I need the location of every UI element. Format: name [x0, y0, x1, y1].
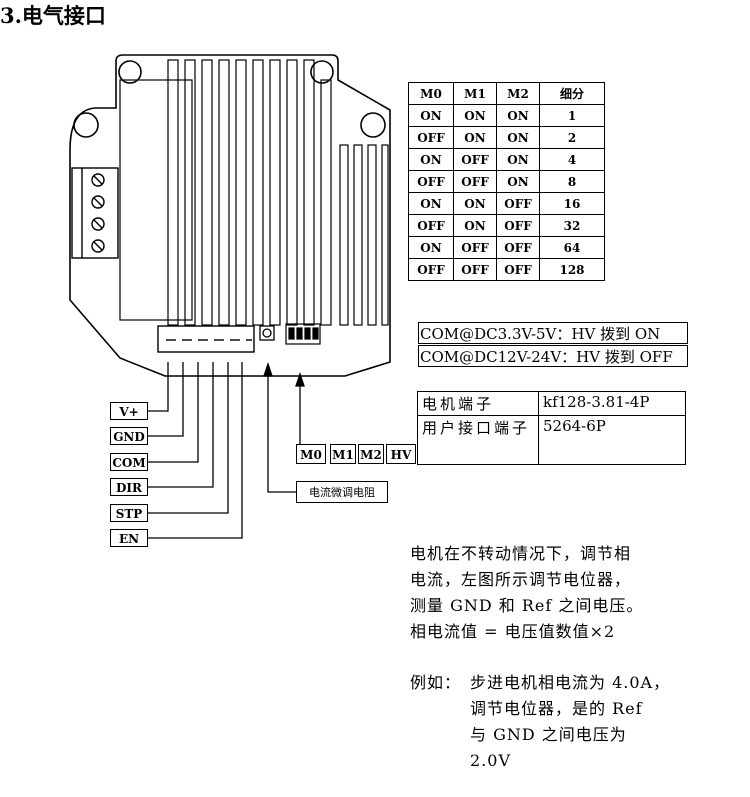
terminal-value: 5264-6P — [538, 415, 686, 465]
table-cell: 2 — [539, 126, 605, 149]
table-cell: ON — [408, 192, 454, 215]
table-cell: ON — [453, 104, 497, 127]
example-line: 调节电位器，是的 Ref — [470, 699, 643, 718]
table-cell: OFF — [453, 258, 497, 281]
table-cell: 64 — [539, 236, 605, 259]
switch-label-hv: HV — [386, 444, 416, 464]
dip-arrow — [295, 371, 305, 444]
example-line: 2.0V — [470, 751, 511, 770]
table-cell: 128 — [539, 258, 605, 281]
motor-terminal — [71, 167, 119, 259]
example-line: 与 GND 之间电压为 — [470, 725, 627, 744]
table-cell: ON — [496, 104, 540, 127]
user-connector — [157, 325, 255, 353]
pin-label-stp: STP — [110, 504, 148, 522]
mount-hole — [118, 60, 142, 84]
table-cell: OFF — [408, 258, 454, 281]
pin-label-vplus: V+ — [110, 402, 148, 420]
paragraph-line: 测量 GND 和 Ref 之间电压。 — [410, 596, 644, 615]
table-row: ON ON OFF 16 — [408, 192, 605, 215]
table-cell: 1 — [539, 104, 605, 127]
table-cell: ON — [453, 126, 497, 149]
table-cell: 4 — [539, 148, 605, 171]
example-label: 例如： — [410, 673, 462, 692]
section-heading: 3.电气接口 — [0, 3, 106, 28]
terminal-key: 用户接口端子 — [417, 415, 539, 465]
table-row: OFF ON OFF 32 — [408, 214, 605, 237]
pin-label-com: COM — [110, 453, 148, 471]
switch-label-m2: M2 — [358, 444, 384, 464]
driver-outline — [69, 54, 391, 377]
table-cell: ON — [408, 236, 454, 259]
pin-leaders — [148, 362, 243, 539]
table-header-row: M0 M1 M2 细分 — [408, 82, 605, 105]
dip-switch — [285, 323, 321, 345]
table-row: 电机端子 kf128-3.81-4P — [417, 391, 686, 416]
table-cell: OFF — [496, 192, 540, 215]
heatsink-fins — [167, 59, 389, 326]
table-cell: OFF — [496, 236, 540, 259]
table-cell: ON — [453, 192, 497, 215]
header-cell: M1 — [453, 82, 497, 105]
pin-label-gnd: GND — [110, 427, 148, 445]
table-cell: OFF — [453, 148, 497, 171]
header-cell: 细分 — [539, 82, 605, 105]
paragraph-line: 电流，左图所示调节电位器， — [410, 570, 632, 589]
mount-hole — [310, 60, 334, 84]
mount-hole — [360, 112, 386, 138]
table-cell: ON — [496, 170, 540, 193]
pot-label: 电流微调电阻 — [296, 481, 388, 503]
paragraph-line: 电机在不转动情况下，调节相 — [410, 544, 632, 563]
table-row: ON OFF ON 4 — [408, 148, 605, 171]
table-cell: 16 — [539, 192, 605, 215]
table-cell: OFF — [496, 258, 540, 281]
header-cell: M0 — [408, 82, 454, 105]
header-cell: M2 — [496, 82, 540, 105]
table-row: 用户接口端子 5264-6P — [417, 415, 686, 465]
mount-hole — [73, 112, 99, 138]
table-cell: ON — [453, 214, 497, 237]
example-line: 步进电机相电流为 4.0A， — [470, 673, 671, 692]
table-cell: OFF — [408, 170, 454, 193]
table-cell: OFF — [453, 170, 497, 193]
table-cell: 8 — [539, 170, 605, 193]
pin-label-dir: DIR — [110, 478, 148, 496]
dip-switch-table: M0 M1 M2 细分 ON ON ON 1 OFF ON ON 2 ON OF… — [408, 82, 605, 281]
table-cell: OFF — [408, 126, 454, 149]
potentiometer — [259, 325, 275, 341]
table-cell: ON — [408, 148, 454, 171]
pin-label-en: EN — [110, 529, 148, 547]
table-cell: OFF — [408, 214, 454, 237]
terminal-table: 电机端子 kf128-3.81-4P 用户接口端子 5264-6P — [417, 391, 686, 465]
table-cell: ON — [408, 104, 454, 127]
terminal-key: 电机端子 — [417, 391, 539, 416]
table-cell: ON — [496, 126, 540, 149]
terminal-value: kf128-3.81-4P — [538, 391, 686, 416]
table-cell: OFF — [496, 214, 540, 237]
table-row: OFF ON ON 2 — [408, 126, 605, 149]
table-row: ON ON ON 1 — [408, 104, 605, 127]
paragraph-line: 相电流值 = 电压值数值×2 — [410, 622, 616, 641]
com-note-high: COM@DC12V-24V：HV 拨到 OFF — [418, 345, 688, 367]
pot-arrow — [263, 361, 296, 493]
com-note-low: COM@DC3.3V-5V：HV 拨到 ON — [418, 322, 688, 344]
switch-label-m0: M0 — [296, 444, 326, 464]
table-row: ON OFF OFF 64 — [408, 236, 605, 259]
table-cell: 32 — [539, 214, 605, 237]
table-row: OFF OFF OFF 128 — [408, 258, 605, 281]
switch-label-m1: M1 — [330, 444, 356, 464]
table-cell: ON — [496, 148, 540, 171]
heatsink-panel — [119, 79, 193, 321]
table-row: OFF OFF ON 8 — [408, 170, 605, 193]
table-cell: OFF — [453, 236, 497, 259]
